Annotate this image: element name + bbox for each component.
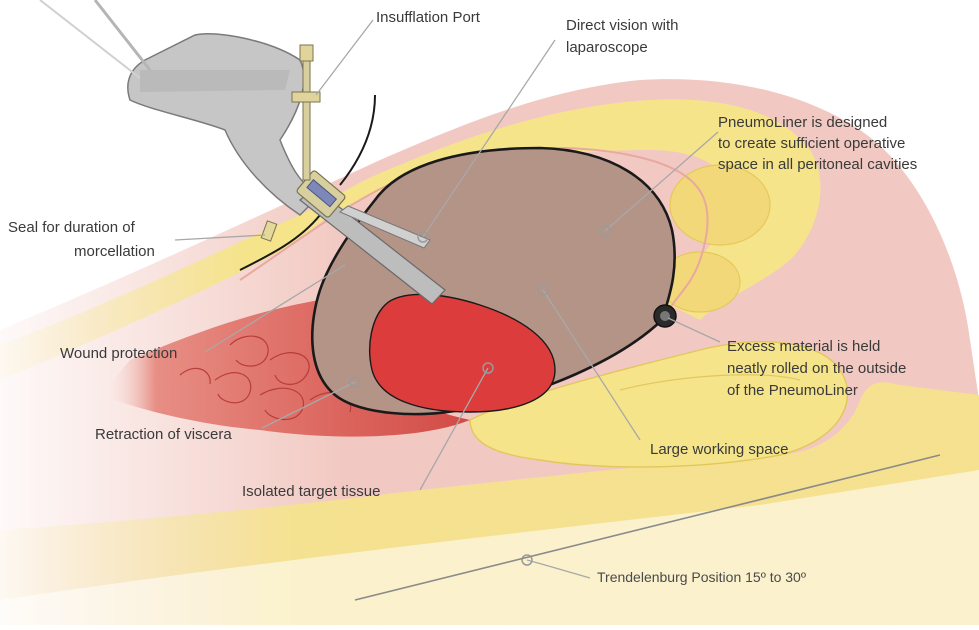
label-pneumoliner-2: to create sufficient operative (718, 135, 905, 152)
label-excess-1: Excess material is held (727, 338, 880, 355)
label-insufflation-port: Insufflation Port (376, 9, 481, 26)
insufflation-valve-cap (300, 45, 313, 61)
device-handle-shade (140, 70, 290, 92)
label-wound-protection: Wound protection (60, 345, 177, 362)
label-trendelenburg: Trendelenburg Position 15º to 30º (597, 569, 806, 585)
label-large-working-space: Large working space (650, 441, 788, 458)
label-excess-3: of the PneumoLiner (727, 382, 858, 399)
label-excess-2: neatly rolled on the outside (727, 360, 906, 377)
insufflation-stopcock (292, 92, 320, 102)
label-seal-2: morcellation (74, 243, 155, 260)
rolled-excess-inner (660, 311, 670, 321)
device-handle (128, 34, 320, 215)
label-retraction: Retraction of viscera (95, 426, 232, 443)
cable (95, 0, 150, 70)
label-pneumoliner-1: PneumoLiner is designed (718, 114, 887, 131)
label-isolated-target: Isolated target tissue (242, 483, 380, 500)
insufflation-valve-stem (303, 55, 310, 180)
label-direct-vision-2: laparoscope (566, 39, 648, 56)
label-seal-1: Seal for duration of (8, 219, 136, 236)
label-direct-vision-1: Direct vision with (566, 17, 679, 34)
label-pneumoliner-3: space in all peritoneal cavities (718, 156, 917, 173)
